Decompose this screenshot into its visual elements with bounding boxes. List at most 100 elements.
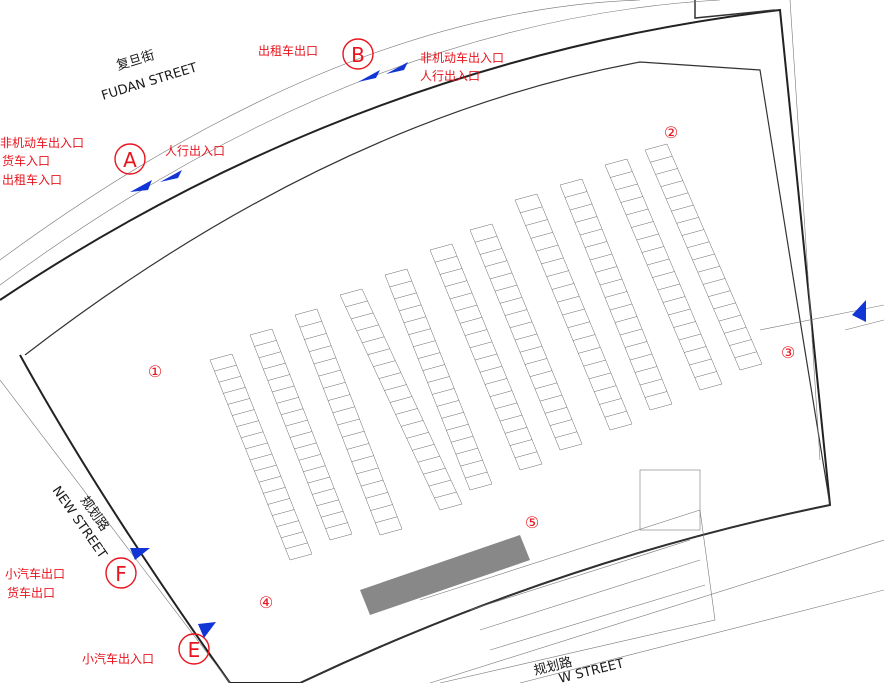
parking-stall-line: [678, 333, 701, 341]
parking-stall-line: [367, 348, 390, 355]
parking-stall-line: [465, 471, 488, 479]
parking-stall-line: [254, 464, 277, 472]
parking-stall-line: [631, 221, 654, 228]
service-yard: [419, 509, 716, 683]
arrow-icon: [130, 180, 152, 192]
gate-a-pedestrian: 人行出入口: [165, 144, 225, 158]
parking-stall-line: [504, 309, 528, 316]
parking-stall-line: [673, 321, 696, 328]
parking-stall-line: [509, 439, 533, 446]
parking-stall-line: [399, 304, 422, 312]
parking-stall-line: [655, 168, 678, 175]
parking-stall-line: [489, 390, 513, 397]
gate-e-letter: E: [188, 638, 201, 662]
arrow-icon: [160, 170, 182, 182]
parking-stall-line: [504, 427, 528, 434]
parking-rows: [209, 143, 763, 561]
parking-stall-line: [544, 407, 568, 414]
parking-stall-line: [549, 419, 573, 426]
parking-stall-line: [484, 378, 508, 385]
gate-e: E 小汽车出入口: [82, 622, 216, 666]
parking-stall-line: [639, 378, 663, 386]
parking-stall-line: [660, 180, 683, 187]
parking-stall-line: [276, 520, 299, 527]
parking-stall-line: [494, 284, 518, 292]
parking-stall-line: [263, 487, 286, 494]
parking-stall-line: [676, 217, 699, 224]
parking-stall-line: [641, 246, 665, 253]
parking-stall-line: [241, 431, 264, 439]
parking-stall-line: [446, 424, 469, 431]
parking-stall-line: [652, 271, 675, 278]
parking-stall-line: [569, 203, 593, 211]
parking-stall-line: [249, 453, 273, 461]
parking-stall-line: [356, 467, 379, 475]
parking-stall-line: [285, 542, 308, 550]
parking-stall-line: [530, 232, 553, 239]
parking-stall-line: [214, 364, 237, 372]
street-edge-south-2: [519, 589, 884, 683]
parking-stall-line: [332, 406, 355, 414]
parking-stall-line: [687, 241, 710, 249]
gate-b-taxi: 出租车出口: [258, 43, 318, 58]
parking-stall-line: [594, 385, 617, 392]
parking-stall-line: [422, 364, 445, 371]
marker-5: ⑤: [525, 513, 539, 532]
parking-stall-line: [434, 491, 457, 499]
parking-stall-line: [525, 219, 548, 226]
gate-a-line1: 非机动车出入口: [0, 135, 84, 150]
parking-stall-line: [401, 420, 424, 427]
parking-stall-line: [484, 260, 508, 267]
parking-stall-line: [514, 333, 538, 341]
parking-stall-line: [724, 327, 747, 334]
parking-stall-line: [428, 479, 451, 487]
parking-stall-line: [307, 476, 330, 484]
parking-stall-line: [519, 345, 543, 353]
parking-stall-line: [254, 340, 277, 347]
parking-stall-line: [657, 283, 680, 291]
parking-stall-line: [346, 443, 370, 450]
parking-stall-line: [272, 385, 295, 393]
parking-stall-line: [692, 253, 715, 261]
parking-stall-line: [499, 414, 523, 422]
parking-stall-line: [650, 155, 673, 163]
gate-a-letter: A: [123, 148, 137, 172]
parking-stall-line: [365, 492, 388, 499]
parking-stall-line: [316, 499, 339, 507]
gate-f: F 小汽车出口 货车出口: [5, 548, 150, 600]
parking-stall-line: [509, 321, 533, 329]
parking-stall-line: [423, 467, 446, 475]
parking-stall-line: [546, 270, 569, 277]
parking-stall-line: [384, 384, 407, 391]
gate-a-line2: 货车入口: [2, 153, 50, 168]
gate-a-line3: 出租车入口: [2, 172, 62, 187]
parking-stall-line: [312, 488, 335, 495]
parking-stall-line: [718, 314, 741, 322]
parking-stall-line: [479, 365, 503, 373]
road-line-east: [789, 0, 821, 461]
parking-stall-line: [697, 265, 720, 273]
gate-b-letter: B: [351, 43, 365, 67]
gate-e-circle: [178, 633, 210, 665]
parking-stall-line: [303, 465, 326, 472]
gate-a: A 非机动车出入口 货车入口 出租车入口 人行出入口: [0, 135, 225, 192]
parking-stall-line: [713, 302, 736, 310]
parking-stall-line: [412, 444, 435, 451]
parking-stall-line: [351, 312, 374, 320]
parking-stall-line: [236, 420, 259, 427]
parking-stall-line: [272, 509, 295, 516]
parking-stall-line: [562, 308, 585, 316]
parking-stall-line: [474, 235, 498, 243]
parking-stall-line: [449, 292, 473, 300]
parking-stall-line: [227, 398, 250, 405]
parking-stall-line: [304, 333, 327, 340]
marker-2: ②: [664, 123, 678, 142]
street-curve-north-2: [0, 0, 641, 261]
parking-stall-line: [321, 510, 344, 518]
parking-stall-line: [489, 272, 513, 280]
parking-stall-line: [444, 280, 468, 287]
parking-stall-line: [662, 296, 686, 303]
parking-stall-line: [689, 358, 712, 366]
parking-stall-line: [583, 359, 606, 367]
